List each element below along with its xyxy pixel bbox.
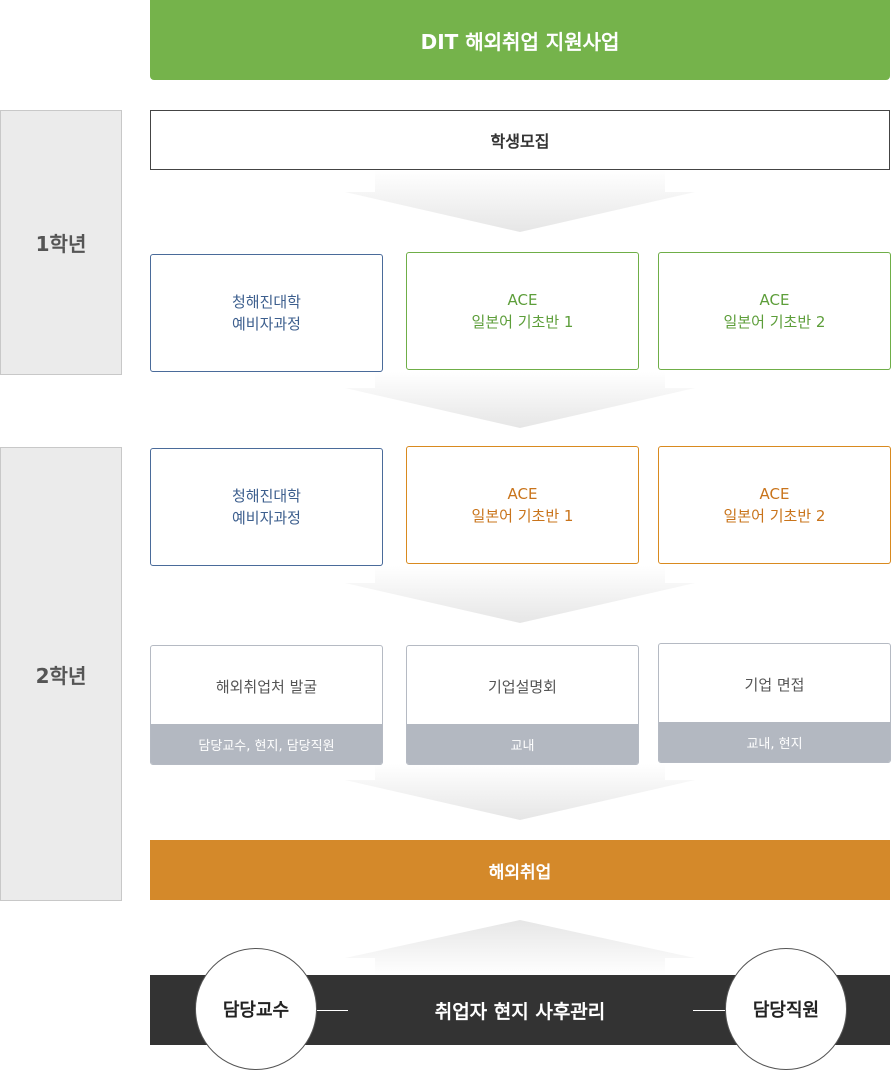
year2-card-ace-2: ACE 일본어 기초반 2 (658, 446, 891, 564)
activity-location: 교내 (407, 724, 638, 764)
year2-card-ace-1: ACE 일본어 기초반 1 (406, 446, 639, 564)
arrow-down-4 (345, 764, 695, 820)
year-2-text: 2학년 (35, 663, 87, 688)
program-title: DIT 해외취업 지원사업 (420, 29, 620, 54)
activity-company-briefing: 기업설명회 교내 (406, 645, 639, 765)
year-2-label: 2학년 (0, 447, 122, 901)
arrow-down-1 (345, 170, 695, 232)
activity-job-discovery: 해외취업처 발굴 담당교수, 현지, 담당직원 (150, 645, 383, 765)
year-1-label: 1학년 (0, 110, 122, 375)
activity-location: 교내, 현지 (659, 722, 890, 762)
goal-label: 해외취업 (488, 862, 552, 883)
card-line1: 청해진대학 (231, 487, 301, 505)
overseas-employment-box: 해외취업 (150, 840, 890, 900)
program-banner: DIT 해외취업 지원사업 (150, 0, 890, 80)
arrow-up-1 (345, 920, 695, 975)
activity-company-interview: 기업 면접 교내, 현지 (658, 643, 891, 763)
card-line1: ACE (507, 485, 538, 503)
right-arrow-line (693, 1010, 733, 1011)
card-line1: ACE (759, 485, 790, 503)
year1-card-ace-1: ACE 일본어 기초반 1 (406, 252, 639, 370)
staff-circle: 담당직원 (725, 948, 847, 1070)
left-arrow-line (308, 1010, 348, 1011)
card-line1: ACE (759, 291, 790, 309)
aftercare-label: 취업자 현지 사후관리 (434, 1000, 606, 1023)
card-line1: ACE (507, 291, 538, 309)
year2-card-prep: 청해진대학 예비자과정 (150, 448, 383, 566)
card-line1: 청해진대학 (231, 293, 301, 311)
arrow-down-2 (345, 372, 695, 428)
recruit-box: 학생모집 (150, 110, 890, 170)
card-line2: 예비자과정 (231, 509, 301, 527)
professor-circle: 담당교수 (195, 948, 317, 1070)
recruit-label: 학생모집 (490, 132, 550, 151)
activity-participants: 담당교수, 현지, 담당직원 (151, 724, 382, 764)
card-line2: 일본어 기초반 2 (723, 313, 826, 331)
card-line2: 일본어 기초반 2 (723, 507, 826, 525)
year-1-text: 1학년 (35, 232, 87, 256)
activity-title: 기업설명회 (487, 677, 557, 696)
activity-title: 해외취업처 발굴 (215, 677, 318, 696)
year1-card-prep: 청해진대학 예비자과정 (150, 254, 383, 372)
arrow-down-3 (345, 566, 695, 623)
card-line2: 일본어 기초반 1 (471, 313, 574, 331)
professor-label: 담당교수 (222, 1000, 290, 1021)
activity-title: 기업 면접 (744, 675, 805, 694)
year1-card-ace-2: ACE 일본어 기초반 2 (658, 252, 891, 370)
card-line2: 예비자과정 (231, 315, 301, 333)
staff-label: 담당직원 (752, 1000, 820, 1021)
card-line2: 일본어 기초반 1 (471, 507, 574, 525)
